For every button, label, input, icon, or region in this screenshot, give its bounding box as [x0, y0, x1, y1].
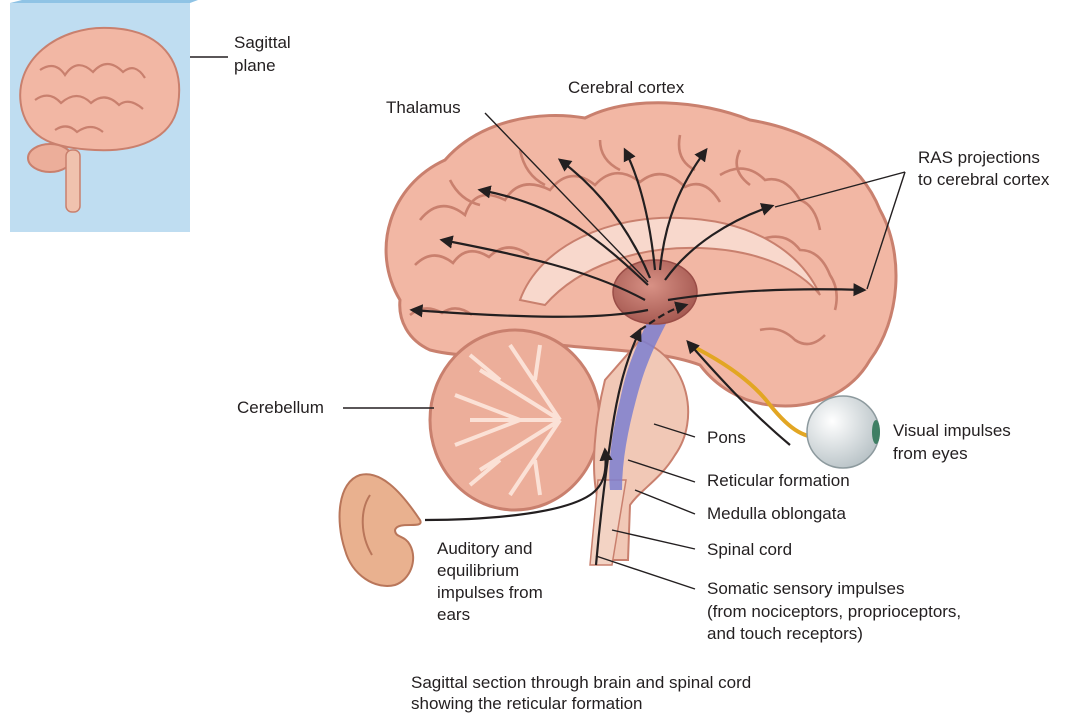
brain-section — [386, 103, 896, 565]
somatic-label-line2: (from nociceptors, proprioceptors, — [707, 602, 961, 622]
caption-line2: showing the reticular formation — [411, 694, 643, 714]
pons-label: Pons — [707, 428, 746, 448]
reticular-formation-label: Reticular formation — [707, 471, 850, 491]
cerebral-cortex-label: Cerebral cortex — [568, 78, 684, 98]
somatic-label-line3: and touch receptors) — [707, 624, 863, 644]
sagittal-plane-label-line2: plane — [234, 56, 276, 76]
caption-line1: Sagittal section through brain and spina… — [411, 673, 751, 693]
medulla-leader — [635, 490, 695, 514]
visual-impulses-label-line2: from eyes — [893, 444, 968, 464]
thalamus-label: Thalamus — [386, 98, 461, 118]
cerebellum — [430, 330, 600, 510]
ras-projections-label-line2: to cerebral cortex — [918, 170, 1049, 190]
auditory-label-line3: impulses from — [437, 583, 543, 603]
cerebellum-label: Cerebellum — [237, 398, 324, 418]
somatic-leader — [596, 556, 695, 589]
auditory-label-line4: ears — [437, 605, 470, 625]
sagittal-plane-inset — [10, 0, 228, 232]
auditory-label-line2: equilibrium — [437, 561, 519, 581]
auditory-label-line1: Auditory and — [437, 539, 532, 559]
medulla-oblongata-label: Medulla oblongata — [707, 504, 846, 524]
ear-illustration — [340, 474, 421, 586]
spinal-cord-label: Spinal cord — [707, 540, 792, 560]
visual-impulses-label-line1: Visual impulses — [893, 421, 1011, 441]
sagittal-plane-edge — [10, 0, 198, 3]
sagittal-plane-label-line1: Sagittal — [234, 33, 291, 53]
somatic-label-line1: Somatic sensory impulses — [707, 579, 904, 599]
ras-projections-label-line1: RAS projections — [918, 148, 1040, 168]
inset-brainstem — [66, 150, 80, 212]
